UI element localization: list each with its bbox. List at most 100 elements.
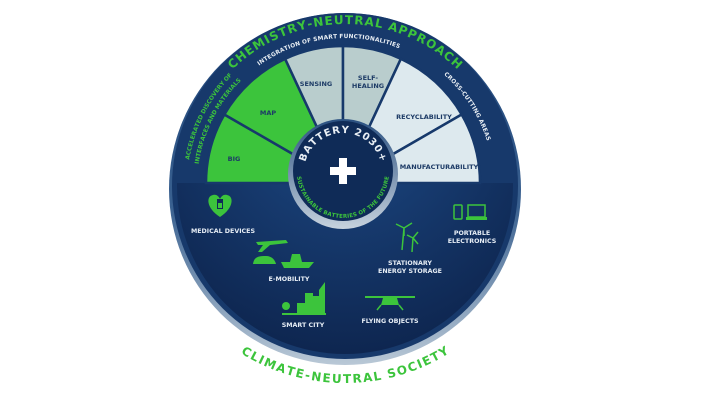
- smart-city-label: SMART CITY: [282, 322, 325, 329]
- arc-char: C: [460, 91, 467, 98]
- arc-char: -: [458, 89, 465, 95]
- arc-char: E: [322, 371, 332, 386]
- arc-char: R: [446, 75, 454, 83]
- arc-char: E: [481, 127, 488, 133]
- drone-icon: [365, 296, 415, 311]
- portable-electronics-icon: [453, 204, 487, 220]
- arc-char: C: [187, 146, 194, 152]
- arc-char: R: [275, 49, 282, 57]
- stationary-label-1: STATIONARY: [388, 260, 432, 267]
- arc-char: I: [256, 353, 266, 368]
- arc-char: I: [415, 357, 425, 372]
- arc-char: O: [364, 35, 370, 42]
- arc-char: A: [185, 154, 192, 160]
- arc-char: S: [235, 78, 242, 85]
- plus-icon: [330, 158, 356, 184]
- arc-char: T: [314, 131, 326, 144]
- smart-city-icon: [282, 282, 326, 315]
- arc-char: E: [339, 214, 343, 220]
- arc-char: R: [383, 179, 390, 185]
- arc-char: B: [322, 210, 328, 217]
- arc-char: T: [335, 213, 340, 219]
- arc-char: N: [195, 156, 202, 162]
- arc-char: A: [477, 119, 485, 126]
- arc-char: N: [348, 34, 353, 40]
- arc-char: E: [373, 199, 380, 206]
- arc-char: O: [302, 39, 308, 46]
- portable-label-1: PORTABLE: [454, 230, 490, 237]
- arc-char: S: [453, 82, 460, 89]
- arc-char: R: [328, 34, 334, 40]
- arc-char: B: [310, 202, 317, 209]
- arc-char: S: [395, 43, 401, 50]
- arc-char: E: [203, 128, 210, 134]
- arc-char: C: [202, 132, 209, 138]
- arc-char: U: [378, 191, 385, 198]
- arc-char: H: [369, 201, 377, 209]
- arc-char: T: [358, 35, 363, 41]
- arc-char: O: [395, 362, 409, 378]
- arc-char: C: [186, 150, 193, 155]
- arc-char: L: [233, 80, 240, 87]
- arc-char: A: [307, 199, 315, 207]
- arc-char: U: [332, 372, 342, 386]
- arc-char: I: [262, 32, 273, 46]
- arc-char: C: [443, 72, 450, 79]
- arc-char: S: [456, 85, 463, 92]
- flying-objects-label: FLYING OBJECTS: [361, 318, 419, 325]
- arc-char: I: [470, 106, 476, 111]
- bottom-half: [177, 183, 513, 354]
- arc-char: A: [193, 126, 200, 133]
- arc-char: E: [267, 54, 273, 61]
- arc-char: N: [471, 108, 479, 115]
- arc-char: C: [206, 99, 213, 106]
- arc-char: O: [223, 75, 231, 83]
- arc-char: N: [310, 369, 322, 384]
- arc-char: E: [214, 87, 221, 94]
- arc-char: N: [295, 41, 302, 48]
- arc-char: S: [205, 124, 212, 130]
- stationary-label-2: ENERGY STORAGE: [378, 268, 442, 275]
- arc-char: R: [198, 144, 205, 150]
- arc-char: G: [270, 51, 277, 59]
- arc-char: I: [382, 39, 386, 45]
- arc-char: L: [314, 205, 321, 212]
- arc-char: L: [372, 369, 382, 384]
- arc-char: L: [379, 38, 384, 45]
- arc-char: V: [211, 90, 219, 98]
- arc-char: S: [386, 365, 398, 381]
- arc-char: A: [207, 118, 215, 125]
- arc-char: T: [381, 187, 388, 193]
- arc-char: E: [349, 213, 354, 220]
- arc-char: M: [317, 36, 324, 43]
- arc-char: B: [298, 152, 311, 163]
- arc-char: -: [304, 368, 312, 383]
- arc-char: I: [287, 45, 291, 51]
- arc-char: I: [389, 41, 393, 47]
- arc-char: -: [306, 16, 314, 31]
- e-mobility-label: E-MOBILITY: [269, 276, 310, 283]
- arc-char: T: [263, 56, 270, 63]
- arc-char: R: [285, 21, 298, 37]
- arc-char: T: [345, 13, 354, 27]
- arc-char: E: [384, 176, 390, 181]
- arc-char: E: [294, 366, 305, 382]
- arc-char: E: [391, 42, 397, 49]
- sector-label-manufacturability: MANUFACTURABILITY: [400, 163, 479, 171]
- arc-char: Y: [295, 18, 308, 34]
- arc-char: F: [307, 38, 312, 45]
- arc-char: I: [195, 161, 201, 164]
- arc-char: R: [216, 84, 224, 92]
- sector-label-sensing: SENSING: [300, 80, 332, 88]
- arc-char: N: [369, 36, 375, 43]
- arc-char: A: [200, 135, 207, 142]
- arc-char: Y: [219, 80, 227, 88]
- arc-char: U: [296, 180, 303, 186]
- arc-char: I: [228, 87, 234, 93]
- arc-char: F: [339, 34, 343, 40]
- arc-char: R: [479, 123, 486, 130]
- arc-char: E: [196, 119, 203, 125]
- sector-label-self-healing-2: HEALING: [352, 82, 384, 90]
